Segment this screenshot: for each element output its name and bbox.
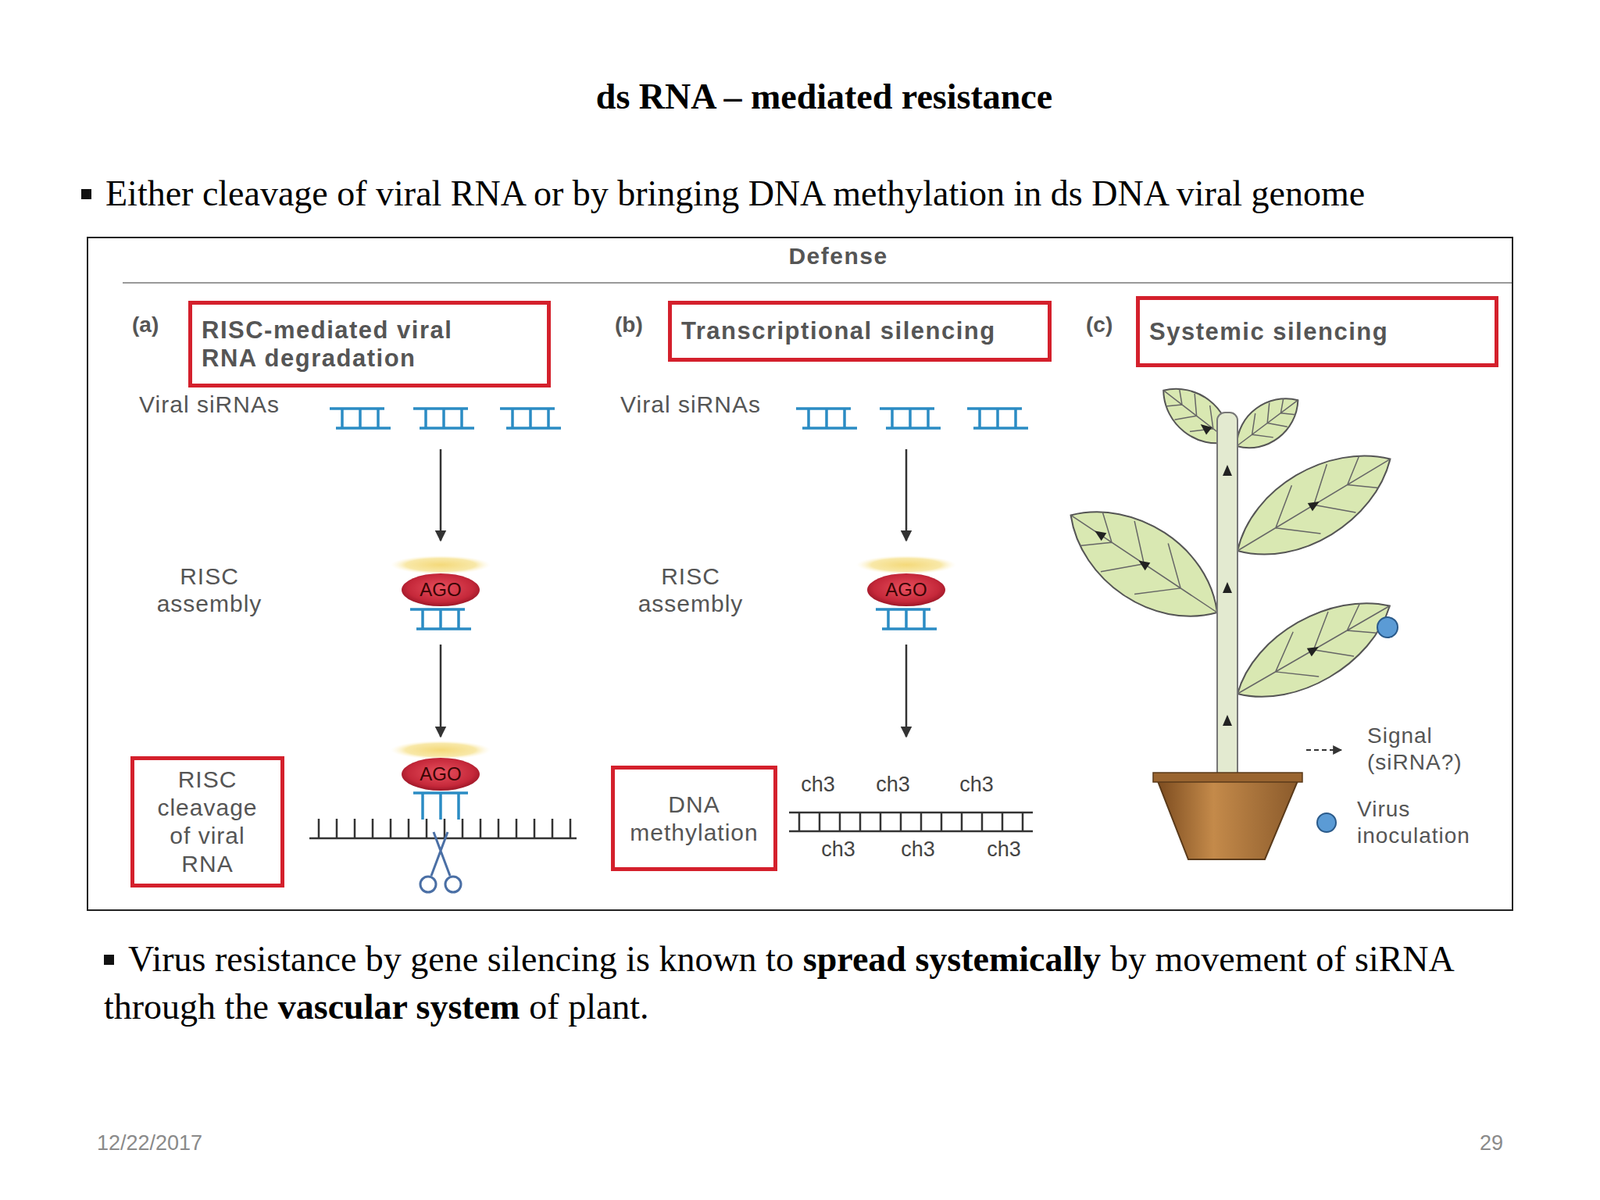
protein-label: AGO: [401, 762, 480, 786]
methyl-group-label: ch3: [810, 837, 866, 861]
heading-text: Systemic silencing: [1149, 317, 1493, 347]
panel-heading-box: Systemic silencing: [1135, 296, 1499, 368]
figure-panel: DefenseRISC-mediated viral RNA degradati…: [86, 236, 1514, 911]
legend-text: Signal (siRNA?): [1367, 722, 1516, 775]
methyl-group-label: ch3: [890, 837, 946, 861]
date-footer: 12/22/2017: [96, 1129, 332, 1157]
methyl-group-label: ch3: [790, 772, 846, 797]
heading-text: RISC-mediated viral RNA degradation: [201, 316, 499, 372]
page-number: 29: [1346, 1129, 1504, 1157]
legend-text: Virus inoculation: [1357, 796, 1506, 849]
step-label: RISC assembly: [620, 563, 761, 618]
step-label: Viral siRNAs: [139, 391, 280, 419]
bullet-text: spread systemically: [803, 939, 1101, 979]
protein-label: AGO: [867, 578, 946, 602]
bullet-text: Either cleavage of viral RNA or by bring…: [105, 173, 1365, 214]
process-box: RISC cleavage of viral RNA: [130, 756, 285, 888]
step-label: Viral siRNAs: [620, 391, 761, 419]
panel-title: Defense: [682, 242, 995, 270]
bullet-point: Either cleavage of viral RNA or by bring…: [81, 171, 1566, 216]
panel-letter: (b): [614, 311, 670, 339]
bullet-text: Virus resistance by gene silencing is kn…: [128, 939, 794, 979]
panel-heading-box: RISC-mediated viral RNA degradation: [188, 300, 551, 388]
bullet-text: of plant.: [528, 986, 649, 1027]
methyl-group-label: ch3: [949, 772, 1004, 797]
protein-label: AGO: [401, 578, 480, 602]
panel-heading-box: Transcriptional silencing: [667, 300, 1052, 362]
process-box: DNA methylation: [610, 765, 778, 872]
methyl-group-label: ch3: [976, 837, 1032, 861]
panel-letter: (c): [1085, 311, 1141, 339]
bullet-marker: [81, 189, 92, 200]
panel-letter: (a): [132, 311, 187, 339]
bullet-text: vascular system: [278, 986, 521, 1027]
slide-title: ds RNA – mediated resistance: [42, 75, 1600, 119]
box-text: RISC cleavage of viral RNA: [149, 765, 267, 879]
methyl-group-label: ch3: [865, 772, 921, 797]
heading-text: Transcriptional silencing: [681, 317, 1048, 346]
box-text: DNA methylation: [620, 790, 769, 847]
step-label: RISC assembly: [139, 563, 280, 618]
bullet-marker: [103, 954, 115, 965]
legend-swatch: [1316, 812, 1337, 833]
bullet-point: Virus resistance by gene silencing is kn…: [103, 935, 1499, 1031]
